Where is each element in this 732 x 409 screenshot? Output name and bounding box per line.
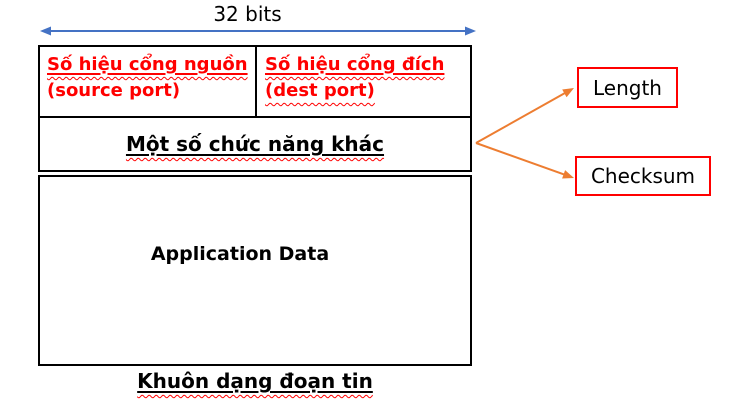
- dest-port-title-squiggle: Số hiệu cổng đích: [265, 54, 444, 75]
- other-functions-label: Một số chức năng khác: [125, 132, 385, 156]
- bit-width-arrow-icon: [40, 26, 476, 36]
- bit-width-arrowhead-right: [465, 26, 476, 36]
- length-arrow-shaft: [475, 92, 566, 144]
- length-label: Length: [593, 75, 662, 100]
- segment-header-table: Số hiệu cổng nguồn (source port) Số hiệu…: [38, 45, 472, 172]
- source-port-cell: Số hiệu cổng nguồn (source port): [40, 47, 257, 116]
- bit-width-label-text: 32 bits: [213, 2, 282, 26]
- application-data-box: Application Data: [38, 175, 472, 366]
- source-port-title-squiggle: Số hiệu cổng nguồn: [47, 54, 248, 75]
- bit-width-arrowhead-left: [40, 26, 51, 36]
- other-functions-squiggle: Một số chức năng khác: [126, 132, 384, 156]
- checksum-label: Checksum: [590, 164, 696, 188]
- dest-port-subtitle: (dest port): [265, 80, 375, 101]
- callout-arrow-length-icon: [475, 88, 574, 144]
- other-functions-row: Một số chức năng khác: [40, 118, 470, 170]
- source-port-title: Số hiệu cổng nguồn: [47, 54, 248, 75]
- bit-width-label: 32 bits: [175, 2, 320, 26]
- port-row: Số hiệu cổng nguồn (source port) Số hiệu…: [40, 47, 470, 118]
- checksum-callout-box: Checksum: [575, 156, 711, 196]
- caption-squiggle: Khuôn dạng đoạn tin: [137, 369, 373, 393]
- diagram-caption: Khuôn dạng đoạn tin: [38, 368, 472, 394]
- checksum-arrow-shaft: [475, 142, 565, 176]
- length-arrowhead: [562, 88, 574, 98]
- dest-port-title: Số hiệu cổng đích: [265, 54, 445, 75]
- caption-text: Khuôn dạng đoạn tin: [137, 369, 373, 393]
- length-callout-box: Length: [577, 67, 678, 108]
- application-data-label: Application Data: [150, 243, 330, 265]
- callout-arrow-checksum-icon: [475, 142, 574, 179]
- dest-port-cell: Số hiệu cổng đích (dest port): [257, 47, 470, 116]
- source-port-subtitle: (source port): [47, 80, 181, 101]
- checksum-arrowhead: [562, 170, 574, 179]
